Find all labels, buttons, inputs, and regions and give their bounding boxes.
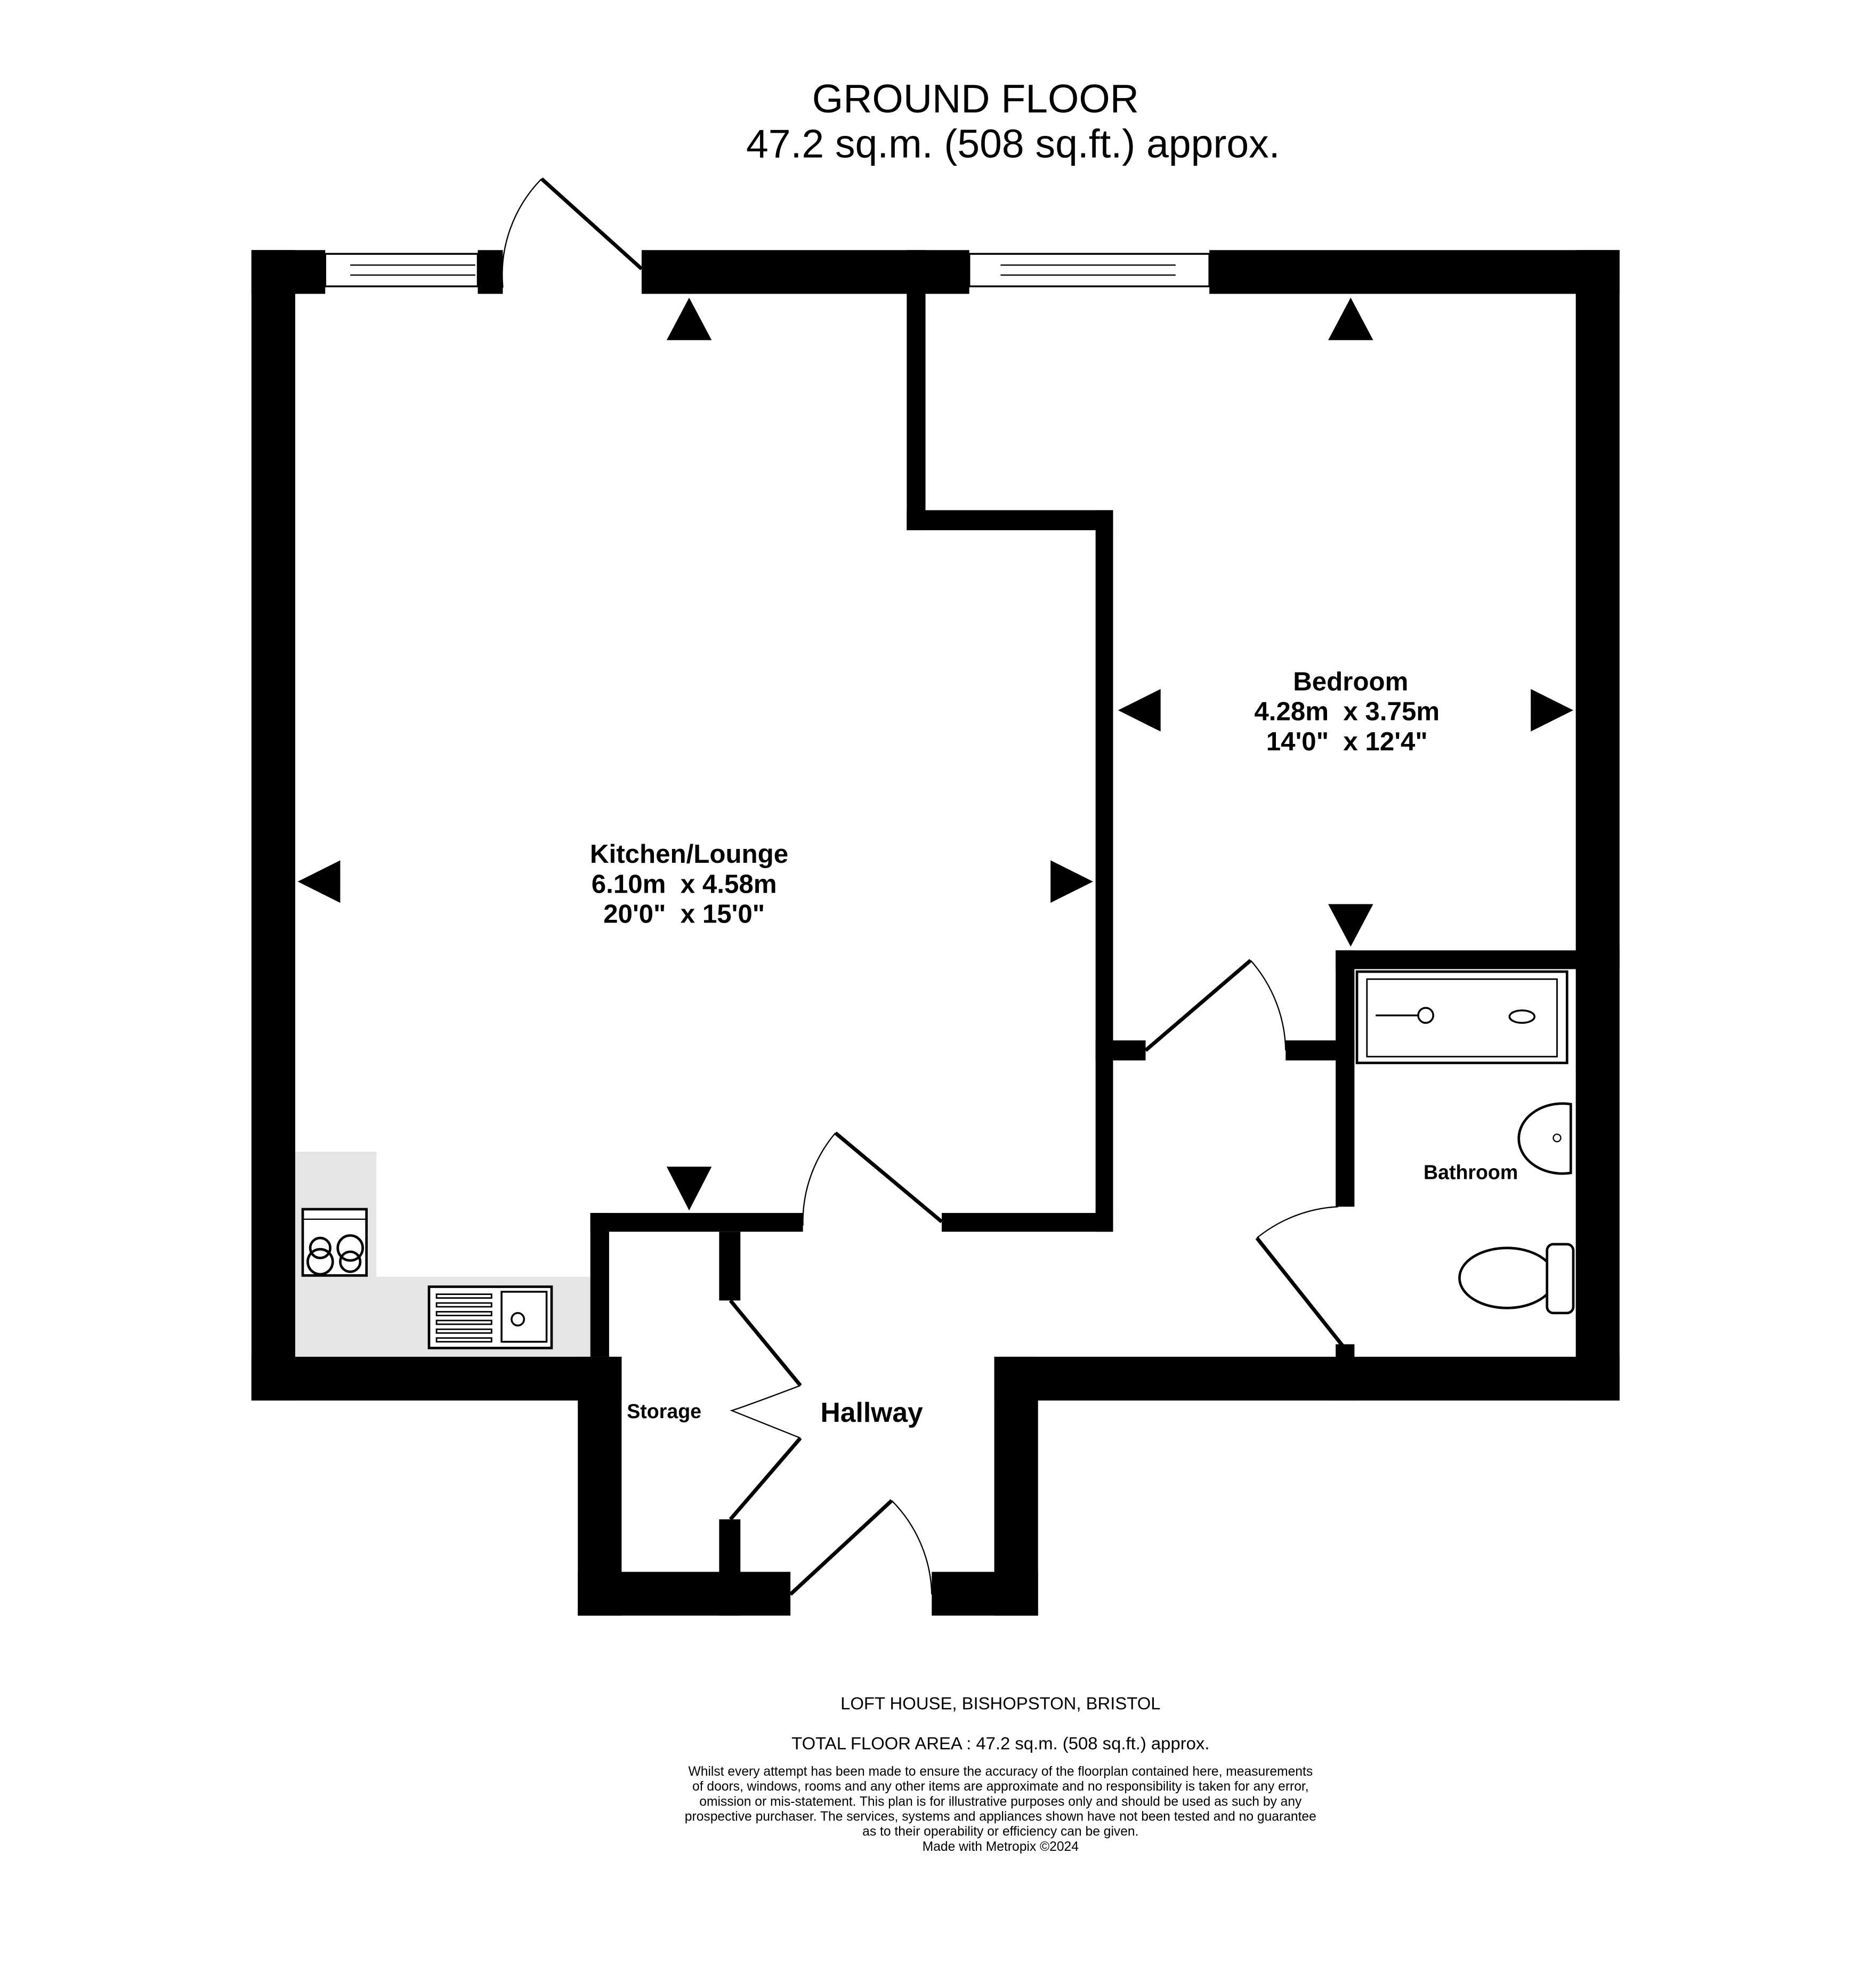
room-kitchen-lounge: Kitchen/Lounge 6.10m x 4.58m 20'0" x 15'… xyxy=(590,839,788,929)
window xyxy=(968,253,1210,288)
door-swing xyxy=(502,177,1346,1596)
room-imperial: 14'0" x 12'4" xyxy=(1266,727,1428,756)
shower-icon xyxy=(1355,970,1568,1064)
hob-icon xyxy=(301,1208,368,1277)
room-metric: 6.10m x 4.58m xyxy=(592,869,777,898)
disclaimer-line: as to their operability or efficiency ca… xyxy=(862,1825,1138,1839)
disclaimer-line: of doors, windows, rooms and any other i… xyxy=(692,1779,1309,1794)
floor-area: 47.2 sq.m. (508 sq.ft.) approx. xyxy=(746,122,1280,166)
total-floor-area: TOTAL FLOOR AREA : 47.2 sq.m. (508 sq.ft… xyxy=(791,1734,1209,1753)
room-name: Bedroom xyxy=(1293,667,1408,696)
toilet-icon xyxy=(1458,1243,1575,1315)
walls xyxy=(251,250,1620,1616)
room-metric: 4.28m x 3.75m xyxy=(1254,697,1440,726)
basin-icon xyxy=(1517,1102,1572,1175)
disclaimer-line: prospective purchaser. The services, sys… xyxy=(685,1809,1316,1824)
sink-icon xyxy=(427,1285,553,1349)
room-imperial: 20'0" x 15'0" xyxy=(603,900,765,929)
credit: Made with Metropix ©2024 xyxy=(923,1840,1079,1854)
window xyxy=(324,253,479,288)
address: LOFT HOUSE, BISHOPSTON, BRISTOL xyxy=(840,1694,1160,1713)
room-hallway: Hallway xyxy=(821,1397,923,1428)
disclaimer-line: omission or mis-statement. This plan is … xyxy=(699,1794,1302,1809)
room-name: Kitchen/Lounge xyxy=(590,839,788,869)
disclaimer-line: Whilst every attempt has been made to en… xyxy=(688,1764,1313,1779)
room-storage: Storage xyxy=(627,1400,701,1422)
room-bedroom: Bedroom 4.28m x 3.75m 14'0" x 12'4" xyxy=(1254,667,1440,756)
room-bathroom: Bathroom xyxy=(1424,1161,1518,1184)
floor-title: GROUND FLOOR xyxy=(812,76,1139,121)
dimension-arrows xyxy=(297,297,1574,1211)
disclaimer: Whilst every attempt has been made to en… xyxy=(685,1764,1316,1839)
